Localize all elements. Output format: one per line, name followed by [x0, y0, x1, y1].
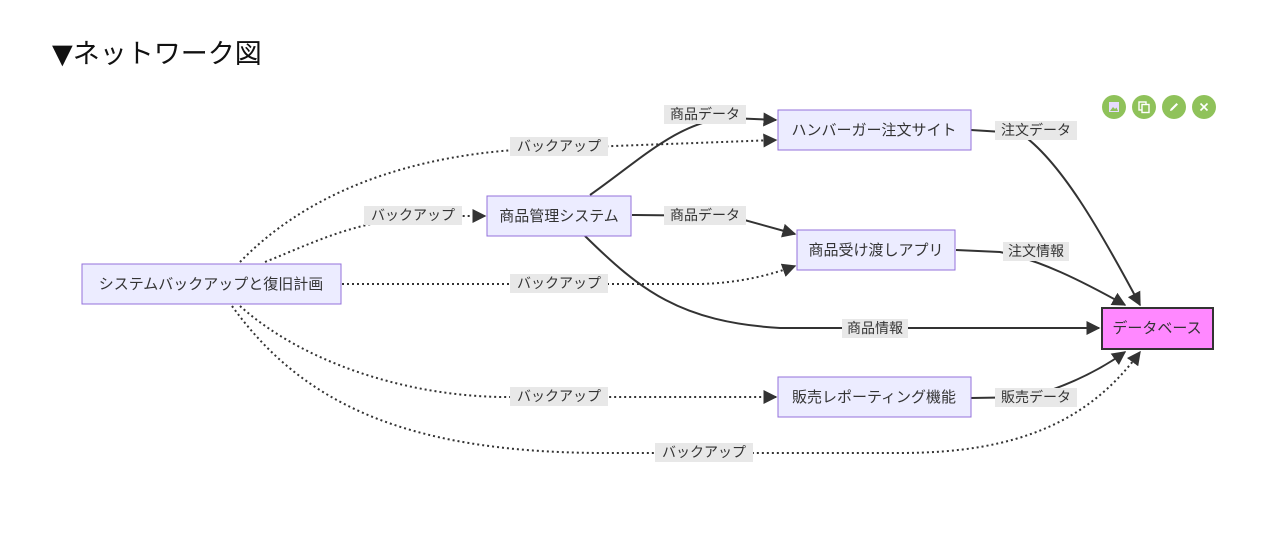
edit-button[interactable] — [1162, 95, 1186, 119]
edge-labels: 商品データ バックアップ バックアップ 商品データ バックアップ 商品情報 注文… — [364, 105, 1077, 462]
edge-backup-to-database — [231, 305, 1141, 454]
svg-text:注文データ: 注文データ — [1001, 122, 1071, 139]
svg-text:商品管理システム: 商品管理システム — [499, 207, 619, 225]
edge-product-to-database — [584, 235, 1101, 335]
image-icon — [1109, 102, 1119, 112]
svg-text:商品データ: 商品データ — [670, 207, 740, 224]
svg-text:システムバックアップと復旧計画: システムバックアップと復旧計画 — [99, 275, 324, 293]
svg-text:バックアップ: バックアップ — [517, 276, 601, 292]
svg-text:販売データ: 販売データ — [1001, 389, 1071, 406]
edge-label: 商品情報 — [842, 319, 908, 338]
node-sales-reporting[interactable]: 販売レポーティング機能 — [777, 376, 972, 418]
edge-label: バックアップ — [510, 137, 608, 156]
copy-icon — [1138, 101, 1150, 114]
edge-label: バックアップ — [364, 206, 462, 225]
edge-burger-to-database — [970, 129, 1141, 307]
node-database[interactable]: データベース — [1101, 307, 1214, 350]
svg-text:注文情報: 注文情報 — [1008, 244, 1064, 260]
svg-text:バックアップ: バックアップ — [517, 139, 601, 155]
copy-button[interactable] — [1132, 95, 1156, 119]
svg-text:商品データ: 商品データ — [670, 106, 740, 123]
edge-backup-to-handover — [342, 263, 797, 285]
svg-text:バックアップ: バックアップ — [517, 389, 601, 405]
pencil-icon — [1170, 103, 1178, 111]
edge-label: 商品データ — [664, 105, 746, 124]
close-icon — [1199, 102, 1209, 112]
export-image-button[interactable] — [1102, 95, 1126, 119]
svg-text:販売レポーティング機能: 販売レポーティング機能 — [792, 388, 956, 406]
svg-text:商品情報: 商品情報 — [847, 321, 903, 337]
svg-text:ハンバーガー注文サイト: ハンバーガー注文サイト — [791, 121, 956, 139]
diagram-toolbar — [1102, 95, 1216, 119]
node-product-handover-app[interactable]: 商品受け渡しアプリ — [796, 229, 956, 271]
svg-text:商品受け渡しアプリ: 商品受け渡しアプリ — [808, 241, 943, 259]
edge-label: バックアップ — [655, 443, 753, 462]
node-burger-order-site[interactable]: ハンバーガー注文サイト — [777, 109, 972, 151]
edge-backup-to-sales — [239, 305, 778, 404]
edge-label: 商品データ — [664, 206, 746, 225]
svg-text:データベース: データベース — [1112, 319, 1201, 337]
edge-label: 販売データ — [995, 388, 1077, 407]
svg-text:バックアップ: バックアップ — [371, 208, 455, 224]
edge-label: 注文情報 — [1003, 242, 1069, 261]
edge-label: バックアップ — [510, 387, 608, 406]
page-heading: ▼ネットワーク図 — [52, 32, 262, 71]
edge-backup-to-product — [264, 209, 487, 263]
edge-label: 注文データ — [995, 121, 1077, 140]
edge-label: バックアップ — [510, 274, 608, 293]
node-backup-plan[interactable]: システムバックアップと復旧計画 — [81, 263, 342, 305]
svg-text:バックアップ: バックアップ — [662, 445, 746, 461]
heading-text: ネットワーク図 — [72, 39, 262, 70]
edge-product-to-burger — [589, 112, 778, 196]
node-product-management[interactable]: 商品管理システム — [486, 195, 632, 237]
triangle-down-icon: ▼ — [52, 39, 73, 70]
close-button[interactable] — [1192, 95, 1216, 119]
edge-backup-to-burger — [239, 133, 778, 263]
